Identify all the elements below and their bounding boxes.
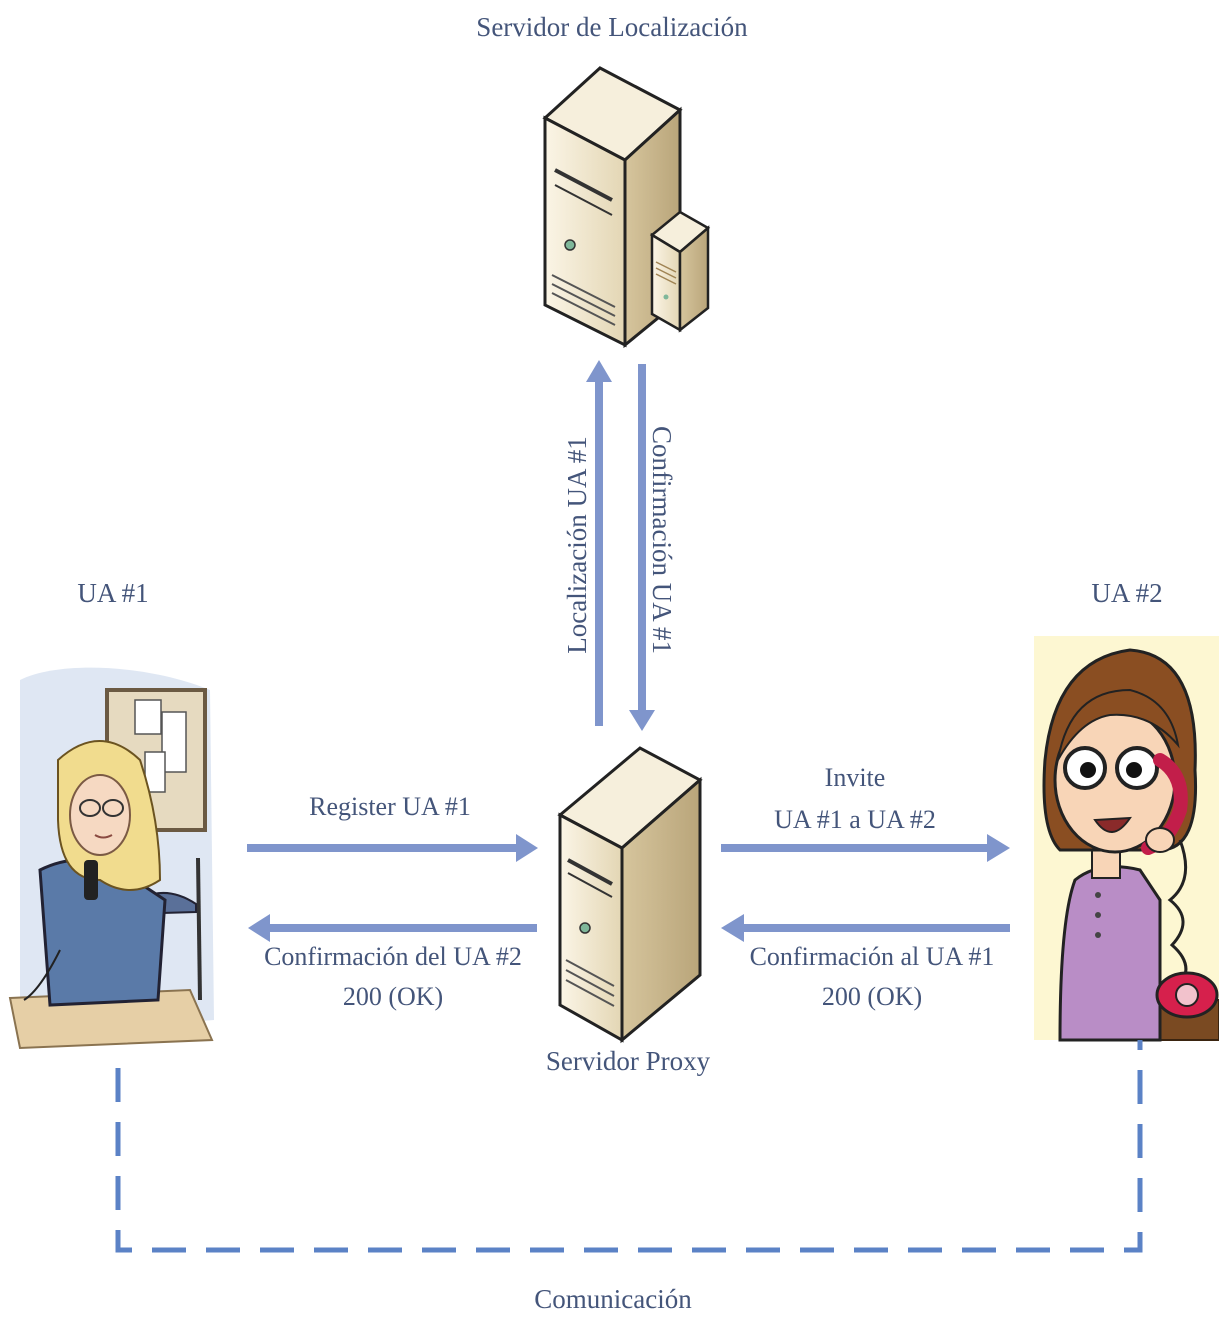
confirm-ua1-label-line2: 200 (OK) [822,982,922,1011]
register-label: Register UA #1 [309,792,471,821]
location-server-label: Servidor de Localización [476,12,748,42]
localizacion-label: Localización UA #1 [562,436,592,653]
confirm-ua2-label-line1: Confirmación del UA #2 [264,942,522,971]
invite-arrow [721,834,1010,862]
ua1-label: UA #1 [77,578,148,608]
ua1-woman-on-phone-icon [8,667,214,1050]
confirm-ua1-arrow [721,914,1010,942]
localizacion-arrow [586,360,612,726]
communication-dashed-line [115,1040,1143,1253]
confirm-ua2-label-line2: 200 (OK) [343,982,443,1011]
confirmacion-vertical-label: Confirmación UA #1 [647,426,677,654]
invite-label-line1: Invite [825,763,886,792]
confirm-ua2-arrow [248,914,537,942]
invite-label-line2: UA #1 a UA #2 [774,805,936,834]
communication-label: Comunicación [534,1284,692,1314]
register-arrow [247,834,538,862]
proxy-server-label: Servidor Proxy [546,1046,711,1076]
location-server-icon [542,66,711,349]
proxy-server-icon [557,746,703,1044]
confirmacion-down-arrow [629,364,655,731]
ua2-label: UA #2 [1091,578,1162,608]
confirm-ua1-label-line1: Confirmación al UA #1 [750,942,995,971]
ua2-woman-with-phone-icon [1034,636,1219,1042]
